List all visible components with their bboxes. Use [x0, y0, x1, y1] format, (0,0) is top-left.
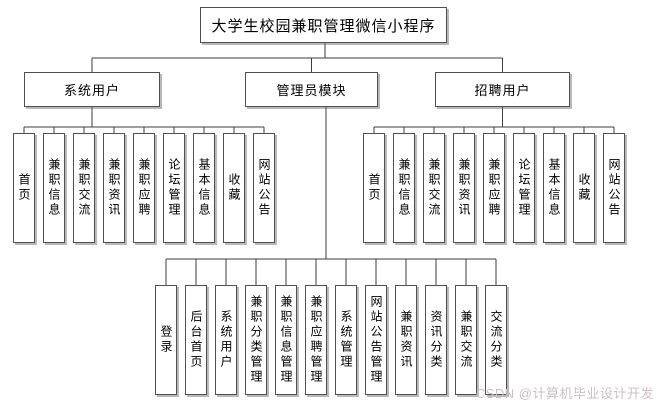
leaf-node: 兼职信息管理: [275, 285, 297, 395]
leaf-node-label: 交流分类: [489, 310, 503, 370]
leaf-node-label: 首页: [17, 173, 31, 203]
leaf-node: 兼职应聘: [133, 133, 155, 243]
leaf-node: 资讯分类: [425, 285, 447, 395]
leaf-node-label: 兼职信息: [397, 158, 411, 218]
branch-node-label: 招聘用户: [474, 83, 531, 98]
leaf-node: 后台首页: [185, 285, 207, 395]
leaf-node: 收藏: [223, 133, 245, 243]
leaf-node-label: 资讯分类: [429, 310, 443, 370]
leaf-node-label: 兼职交流: [77, 158, 91, 218]
leaf-node-label: 首页: [367, 173, 381, 203]
leaf-node-label: 登录: [159, 325, 173, 355]
leaf-node: 兼职信息: [43, 133, 65, 243]
branch-node-system-user: 系统用户: [24, 72, 160, 107]
leaf-node-label: 兼职信息管理: [279, 295, 293, 385]
leaf-node-label: 系统用户: [219, 310, 233, 370]
leaf-node-label: 后台首页: [189, 310, 203, 370]
leaf-node: 网站公告: [253, 133, 275, 243]
branch-node-admin-module: 管理员模块: [245, 72, 378, 107]
branch-node-recruit-user: 招聘用户: [435, 72, 570, 107]
leaf-node-label: 收藏: [577, 173, 591, 203]
leaf-node: 网站公告管理: [365, 285, 387, 395]
leaf-node-label: 网站公告: [607, 158, 621, 218]
leaf-node-label: 兼职应聘: [137, 158, 151, 218]
leaf-node-label: 论坛管理: [167, 158, 181, 218]
leaf-node: 首页: [363, 133, 385, 243]
leaf-node: 论坛管理: [513, 133, 535, 243]
root-node-title: 大学生校园兼职管理微信小程序: [200, 7, 447, 43]
leaf-node-label: 论坛管理: [517, 158, 531, 218]
leaf-node-label: 兼职信息: [47, 158, 61, 218]
leaf-node-label: 兼职应聘: [487, 158, 501, 218]
leaf-node: 兼职应聘管理: [305, 285, 327, 395]
leaf-node: 兼职交流: [73, 133, 95, 243]
leaf-node: 论坛管理: [163, 133, 185, 243]
leaf-node-label: 收藏: [227, 173, 241, 203]
leaf-node-label: 兼职资讯: [107, 158, 121, 218]
leaf-node-label: 兼职交流: [427, 158, 441, 218]
leaf-node: 兼职资讯: [395, 285, 417, 395]
leaf-node: 兼职交流: [423, 133, 445, 243]
leaf-node: 基本信息: [543, 133, 565, 243]
leaf-node: 系统管理: [335, 285, 357, 395]
leaf-node-label: 网站公告: [257, 158, 271, 218]
leaf-node: 收藏: [573, 133, 595, 243]
leaf-node: 兼职应聘: [483, 133, 505, 243]
leaf-node: 基本信息: [193, 133, 215, 243]
branch-node-label: 管理员模块: [276, 83, 347, 98]
leaf-node: 系统用户: [215, 285, 237, 395]
leaf-node: 首页: [13, 133, 35, 243]
leaf-node-label: 兼职分类管理: [249, 295, 263, 385]
leaf-node: 兼职交流: [455, 285, 477, 395]
leaf-node-label: 兼职交流: [459, 310, 473, 370]
leaf-node: 兼职资讯: [453, 133, 475, 243]
leaf-node: 登录: [155, 285, 177, 395]
leaf-node-label: 基本信息: [547, 158, 561, 218]
leaf-node: 交流分类: [485, 285, 507, 395]
leaf-node-label: 兼职资讯: [399, 310, 413, 370]
leaf-node: 兼职分类管理: [245, 285, 267, 395]
root-node-label: 大学生校园兼职管理微信小程序: [211, 17, 436, 35]
watermark: CSDN @计算机毕业设计开发: [475, 386, 654, 401]
leaf-node-label: 兼职应聘管理: [309, 295, 323, 385]
branch-node-label: 系统用户: [63, 83, 120, 98]
leaf-node-label: 系统管理: [339, 310, 353, 370]
leaf-node-label: 基本信息: [197, 158, 211, 218]
leaf-node-label: 网站公告管理: [369, 295, 383, 385]
leaf-node: 网站公告: [603, 133, 625, 243]
leaf-node: 兼职信息: [393, 133, 415, 243]
leaf-node: 兼职资讯: [103, 133, 125, 243]
leaf-node-label: 兼职资讯: [457, 158, 471, 218]
